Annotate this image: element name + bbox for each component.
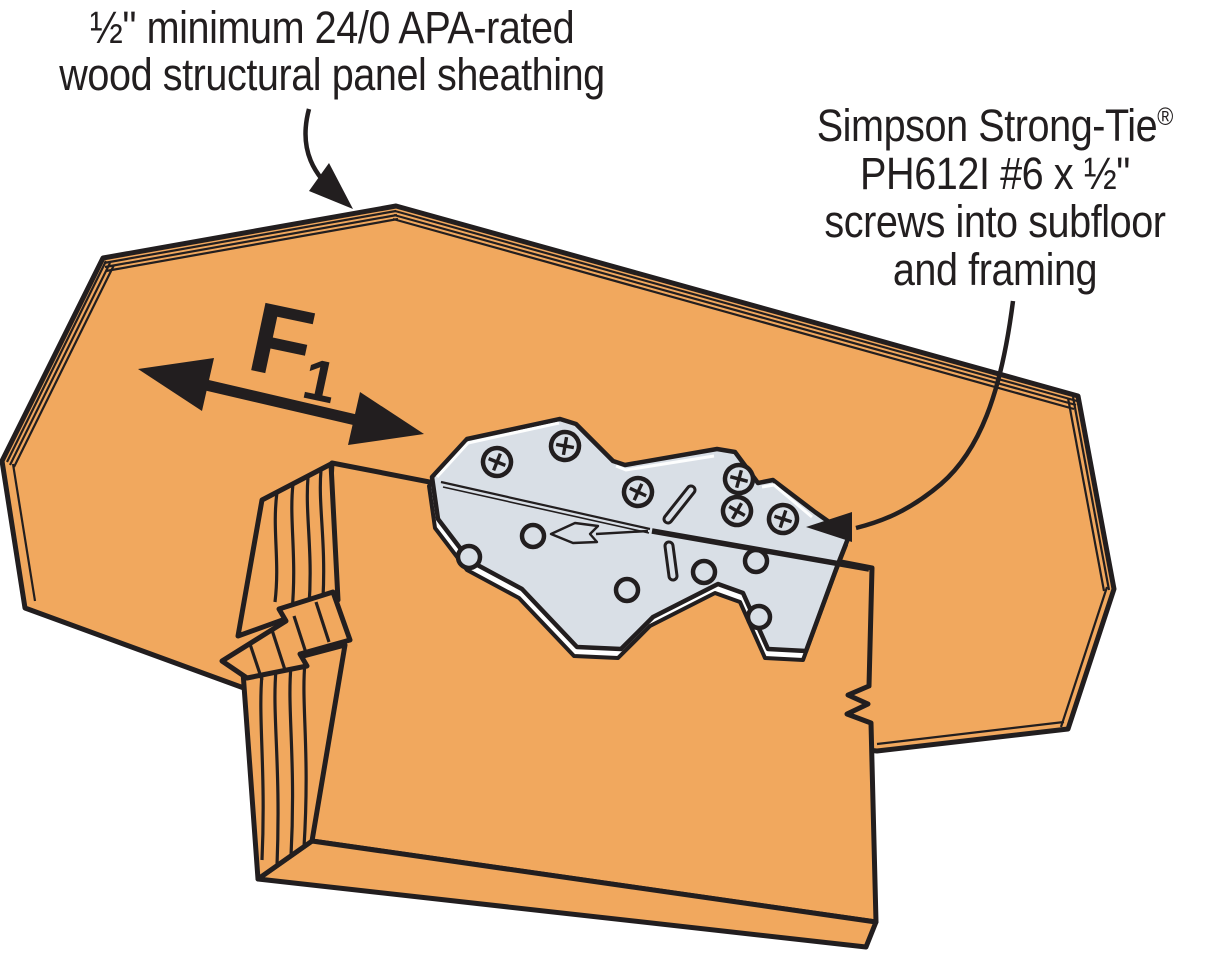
nail-hole (519, 522, 547, 550)
panel-lamination-lines (6, 209, 1111, 746)
sheathing-note-line1: ½" minimum 24/0 APA-rated (89, 2, 575, 53)
f1-arrow (138, 358, 424, 445)
panel-seam-line (651, 528, 870, 572)
fastener-note-line4: and framing (892, 244, 1098, 295)
arrowhead-right-icon (348, 392, 424, 445)
leader-arrowhead-icon (806, 512, 852, 542)
fastener-holes (455, 522, 773, 631)
joist-end-break (219, 461, 353, 882)
nail-hole (745, 603, 773, 631)
fastener-note-line1: Simpson Strong-Tie® (816, 100, 1174, 151)
nail-hole (613, 576, 641, 604)
sheathing-note-line2: wood structural panel sheathing (59, 49, 605, 100)
leader-sheathing (303, 108, 353, 209)
screws (480, 429, 800, 536)
screw-icon (766, 502, 800, 536)
registered-trademark-symbol: ® (1157, 104, 1174, 131)
joist-end-lower-grain (259, 661, 308, 867)
connector-plate (427, 416, 852, 662)
plate-bevel-highlights (435, 421, 813, 519)
plate-bend-line (440, 480, 651, 534)
slot (662, 484, 697, 525)
embossed-arrow (549, 521, 649, 545)
screw-icon (722, 462, 756, 496)
screw-icon (480, 445, 514, 479)
screw-icon (621, 475, 655, 509)
fastener-note-line3: screws into subfloor (824, 196, 1166, 247)
plate-slots (662, 484, 697, 582)
joist-break-band-grain (248, 601, 331, 681)
joist-end-lower (240, 642, 348, 882)
sheathing-note: ½" minimum 24/0 APA-rated wood structura… (40, 4, 624, 98)
leader-fastener (806, 300, 1016, 542)
screw-icon (720, 494, 754, 528)
joist-end-upper-grain (273, 469, 326, 613)
fastener-note: Simpson Strong-Tie® PH612I #6 x ½" screw… (797, 94, 1193, 294)
arrowhead-left-icon (138, 358, 214, 411)
nail-hole (690, 558, 718, 586)
screw-icon (548, 429, 582, 463)
leader-arrowhead-icon (309, 163, 353, 209)
slot (663, 540, 679, 582)
fastener-note-line2: PH612I #6 x ½" (860, 148, 1130, 199)
nail-hole (455, 543, 483, 571)
